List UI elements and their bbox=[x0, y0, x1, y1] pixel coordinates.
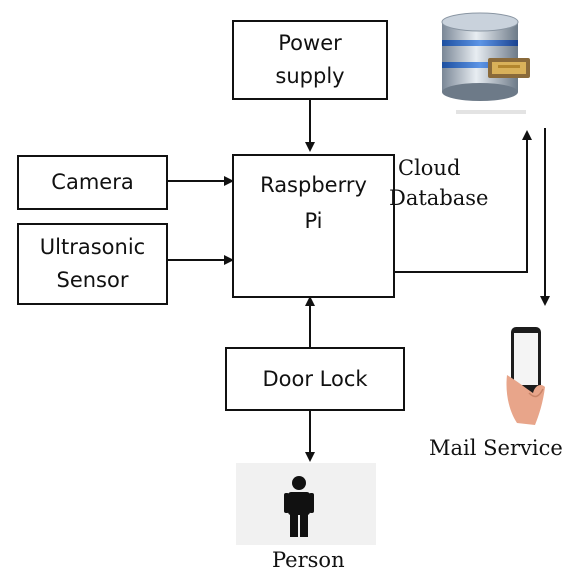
camera-block: Camera bbox=[17, 155, 168, 210]
ultrasonic-sensor-label: Ultrasonic Sensor bbox=[39, 235, 146, 292]
person-label: Person bbox=[272, 548, 345, 572]
database-server-icon bbox=[441, 12, 530, 114]
door-lock-block: Door Lock bbox=[225, 347, 405, 411]
cloud-label: Cloud bbox=[398, 156, 461, 180]
raspberry-pi-block: Raspberry Pi bbox=[232, 154, 395, 298]
power-supply-label: Power supply bbox=[275, 31, 345, 88]
database-label: Database bbox=[389, 186, 489, 210]
mail-service-label: Mail Service bbox=[429, 436, 563, 460]
camera-label: Camera bbox=[51, 170, 134, 195]
person-icon bbox=[284, 476, 314, 537]
raspberry-pi-label: Raspberry Pi bbox=[260, 173, 367, 233]
ultrasonic-sensor-block: Ultrasonic Sensor bbox=[17, 223, 168, 305]
arrow-pi-to-cloud bbox=[394, 130, 532, 273]
smartphone-in-hand-icon bbox=[506, 327, 545, 425]
power-supply-block: Power supply bbox=[232, 20, 388, 100]
door-lock-label: Door Lock bbox=[262, 366, 368, 391]
